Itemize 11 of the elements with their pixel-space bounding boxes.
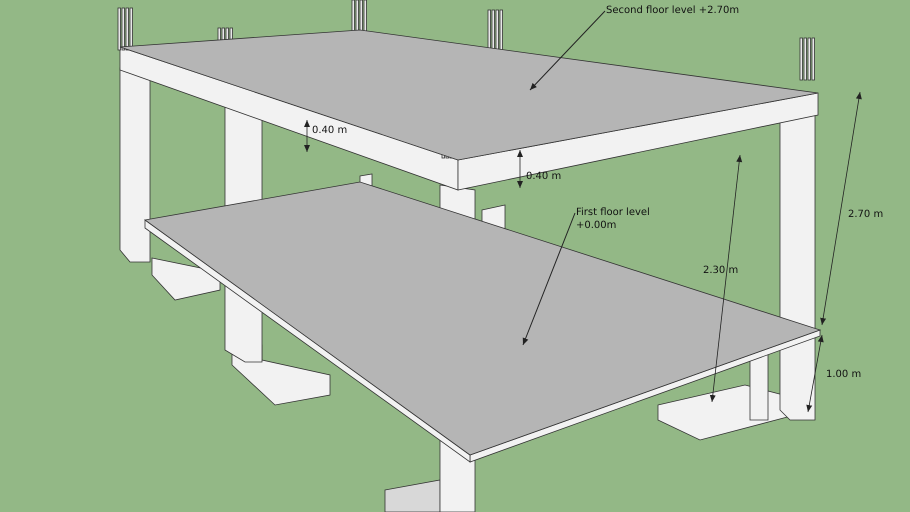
dimension-label: 2.30 m [703, 264, 738, 277]
dimension-label: 0.40 m [526, 170, 562, 183]
level-note: First floor level +0.00m [576, 206, 676, 232]
lower-floor-slab [144, 182, 822, 456]
dimension-label: 2.70 m [848, 208, 884, 221]
leader-line [530, 10, 606, 90]
upper-floor-slab [120, 30, 818, 160]
leader-line [522, 212, 576, 346]
dimension-label: 0.40 m [312, 124, 348, 137]
level-note: Second floor level +2.70m [606, 4, 756, 17]
dimension-label: 1.00 m [826, 368, 862, 381]
